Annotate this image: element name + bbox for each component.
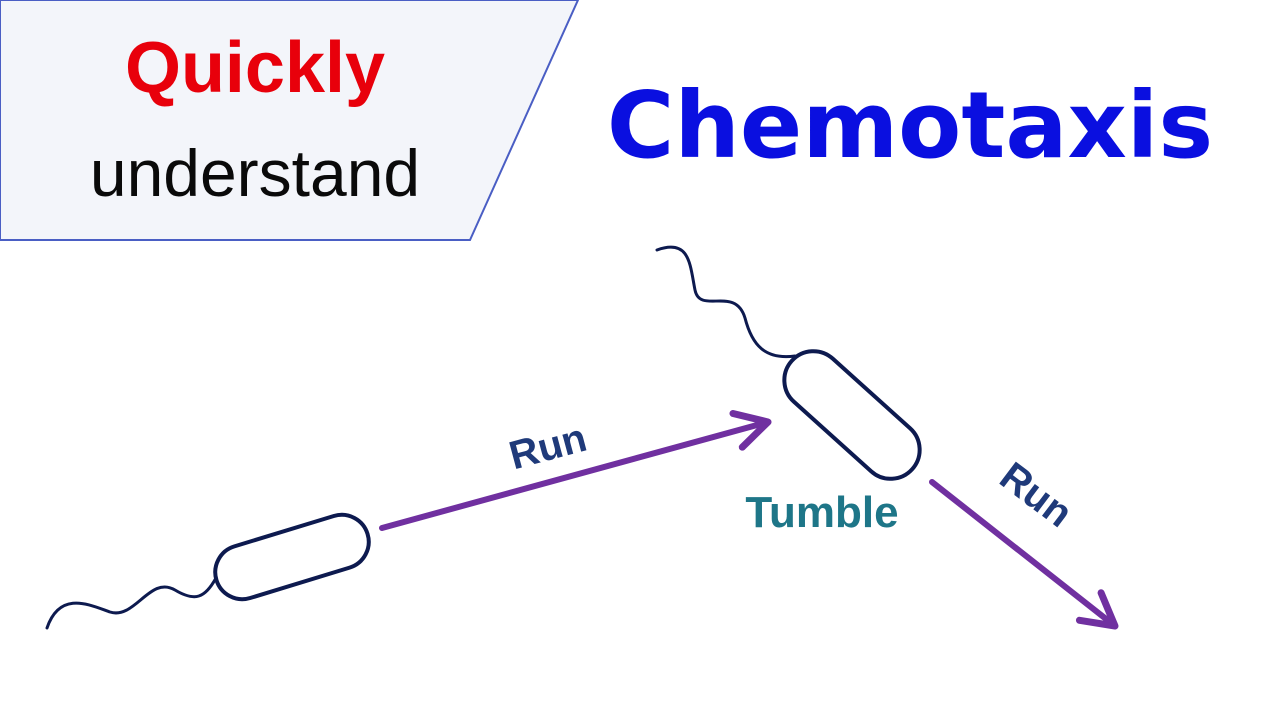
- banner-understand: understand: [90, 136, 420, 210]
- flagellum-tumbling: [655, 245, 797, 359]
- run-label-first: Run: [505, 416, 592, 479]
- tumble-label: Tumble: [745, 488, 898, 537]
- flagellum-running: [45, 576, 218, 630]
- banner-quickly: Quickly: [125, 28, 385, 108]
- run-label-second: Run: [992, 454, 1081, 536]
- cell-body-tumbling: [782, 349, 922, 481]
- bacterium-tumbling: [655, 245, 922, 481]
- banner-box: [0, 0, 580, 241]
- cell-body-running: [213, 512, 371, 602]
- run-arrow-second: [929, 479, 1119, 630]
- page-title: Chemotaxis: [607, 72, 1213, 179]
- run-arrow-first: [379, 409, 772, 531]
- bacterium-running: [45, 512, 371, 630]
